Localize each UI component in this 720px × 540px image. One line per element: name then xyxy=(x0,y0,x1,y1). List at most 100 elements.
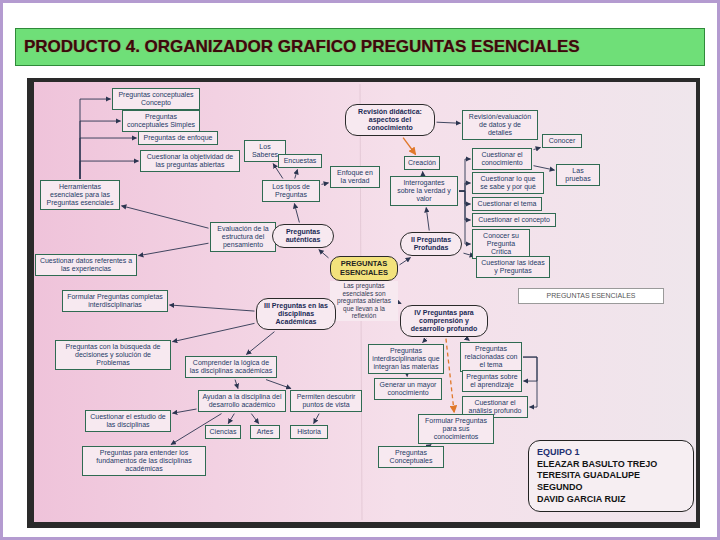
node-text: Preguntas auténticas xyxy=(280,228,326,244)
concept-box: Herramientas esenciales para las Pregunt… xyxy=(40,180,120,210)
connector xyxy=(295,170,298,179)
concept-box: Artes xyxy=(250,425,280,439)
connector xyxy=(437,122,461,123)
concept-box: Cuestionar el tema xyxy=(472,197,542,211)
connector xyxy=(80,138,137,179)
photo-edge xyxy=(27,78,700,528)
node-text: Preguntas conceptuales Concepto xyxy=(116,91,196,107)
paper-sheet xyxy=(34,82,696,522)
connector xyxy=(467,339,469,341)
connector xyxy=(319,250,329,258)
topic-oval: IV Preguntas para comprensión y desarrol… xyxy=(400,305,488,337)
concept-box: Cuestionar el concepto xyxy=(472,213,556,227)
concept-box: Preguntas conceptuales Simples xyxy=(122,110,200,132)
node-text: Conocer xyxy=(546,137,578,145)
node-text: Preguntas de enfoque xyxy=(142,134,214,142)
node-text: Preguntas conceptuales Simples xyxy=(126,113,196,129)
node-text: Formular Preguntas completas interdiscip… xyxy=(66,293,164,309)
node-text: Cuestionar el análisis profundo xyxy=(466,399,524,415)
node-text: Cuestionar el conocimiento xyxy=(476,151,528,167)
node-text: Artes xyxy=(254,428,276,436)
concept-box: Preguntas sobre el aprendizaje xyxy=(462,370,522,392)
concept-box: Las pruebas xyxy=(556,164,600,186)
connector xyxy=(400,258,411,265)
connector xyxy=(246,332,274,355)
concept-box: Preguntas relacionadas con el tema xyxy=(460,342,522,372)
node-text: Preguntas sobre el aprendizaje xyxy=(466,373,518,389)
connector xyxy=(80,99,111,179)
connector xyxy=(400,302,402,304)
node-text: PREGUNTAS ESENCIALES xyxy=(330,256,398,281)
node-text: Cuestionar el estudio de las disciplinas xyxy=(89,413,167,429)
node-text: Comprender la lógica de las disciplinas … xyxy=(189,359,273,375)
node-text: Encuestas xyxy=(282,157,318,165)
connector xyxy=(235,380,238,389)
team-box: EQUIPO 1ELEAZAR BASULTO TREJOTERESITA GU… xyxy=(528,440,694,512)
concept-box: Cuestionar el estudio de las disciplinas xyxy=(85,410,171,432)
concept-box: Ayudan a la disciplina del desarrollo ac… xyxy=(198,390,286,412)
node-text: IV Preguntas para comprensión y desarrol… xyxy=(408,309,480,333)
connector xyxy=(170,305,255,311)
topic-oval: Revisión didáctica: aspectos del conocim… xyxy=(345,104,435,136)
connector xyxy=(407,375,408,377)
node-text: ELEAZAR BASULTO TREJO xyxy=(537,459,685,471)
node-text: Cuestionar la objetividad de las pregunt… xyxy=(144,153,236,169)
concept-box: Conocer xyxy=(542,134,582,148)
connector xyxy=(523,357,537,381)
connector xyxy=(294,204,299,223)
node-text: Los tipos de Preguntas xyxy=(266,183,316,199)
connector xyxy=(426,208,429,231)
concept-box: Interrogantes sobre la verdad y valor xyxy=(390,176,458,206)
concept-box: Comprender la lógica de las disciplinas … xyxy=(185,356,277,378)
connector xyxy=(446,339,454,413)
connector xyxy=(403,138,416,155)
concept-box: Creación xyxy=(404,156,440,170)
concept-box: Preguntas para entender los fundamentos … xyxy=(82,446,206,476)
node-text: EQUIPO 1 xyxy=(537,447,685,459)
connector xyxy=(251,414,258,424)
central-topic: PREGUNTAS ESENCIALESLas preguntas esenci… xyxy=(330,256,398,321)
node-text: Preguntas interdisciplinarias que integr… xyxy=(372,347,440,371)
concept-box: Generar un mayor conocimiento xyxy=(374,378,442,400)
concept-box: Revisión/evaluación de datos y de detall… xyxy=(462,110,538,140)
concept-box: Preguntas de enfoque xyxy=(138,131,218,145)
concept-box: Formular Preguntas completas interdiscip… xyxy=(62,290,168,312)
node-text: III Preguntas en las disciplinas Académi… xyxy=(264,302,328,326)
connector xyxy=(266,380,291,389)
concept-box: Preguntas Conceptuales xyxy=(378,446,444,468)
connector xyxy=(228,414,234,424)
node-text: TERESITA GUADALUPE SEGUNDO xyxy=(537,470,685,493)
concept-box: Cuestionar lo que se sabe y por qué xyxy=(472,172,544,194)
connector xyxy=(173,409,197,413)
connector xyxy=(80,121,121,179)
connector xyxy=(80,161,139,179)
node-text: PREGUNTAS ESENCIALES xyxy=(522,292,660,300)
concept-box: Cuestionar las ideas y Preguntas xyxy=(476,256,550,278)
connector xyxy=(459,159,471,191)
node-text: Interrogantes sobre la verdad y valor xyxy=(394,179,454,203)
node-text: Historia xyxy=(294,428,324,436)
connector xyxy=(314,414,319,424)
concept-box: Permiten descubrir puntos de vista xyxy=(290,390,362,412)
node-text: Revisión/evaluación de datos y de detall… xyxy=(466,113,534,137)
node-text: Las pruebas xyxy=(560,167,596,183)
node-text: Cuestionar el concepto xyxy=(476,216,552,224)
topic-oval: Preguntas auténticas xyxy=(272,224,334,248)
concept-box: Cuestionar el conocimiento xyxy=(472,148,532,170)
node-text: Cuestionar datos referentes a las experi… xyxy=(39,257,133,273)
connector xyxy=(139,243,209,255)
node-text: Creación xyxy=(408,159,436,167)
node-text: Herramientas esenciales para las Pregunt… xyxy=(44,183,116,207)
node-text: Preguntas para entender los fundamentos … xyxy=(86,449,202,473)
node-text: Conocer su Pregunta Crítica xyxy=(476,232,526,256)
node-text: Formular Preguntas para sus conocimiento… xyxy=(422,417,490,441)
node-text: Los Saberes xyxy=(248,143,282,159)
node-text: Ayudan a la disciplina del desarrollo ac… xyxy=(202,393,282,409)
concept-box: Evaluación de la estructura del pensamie… xyxy=(210,222,276,252)
node-text: Preguntas relacionadas con el tema xyxy=(464,345,518,369)
slide-title: PRODUCTO 4. ORGANIZADOR GRAFICO PREGUNTA… xyxy=(15,28,705,66)
concept-box: Los tipos de Preguntas xyxy=(262,180,320,202)
